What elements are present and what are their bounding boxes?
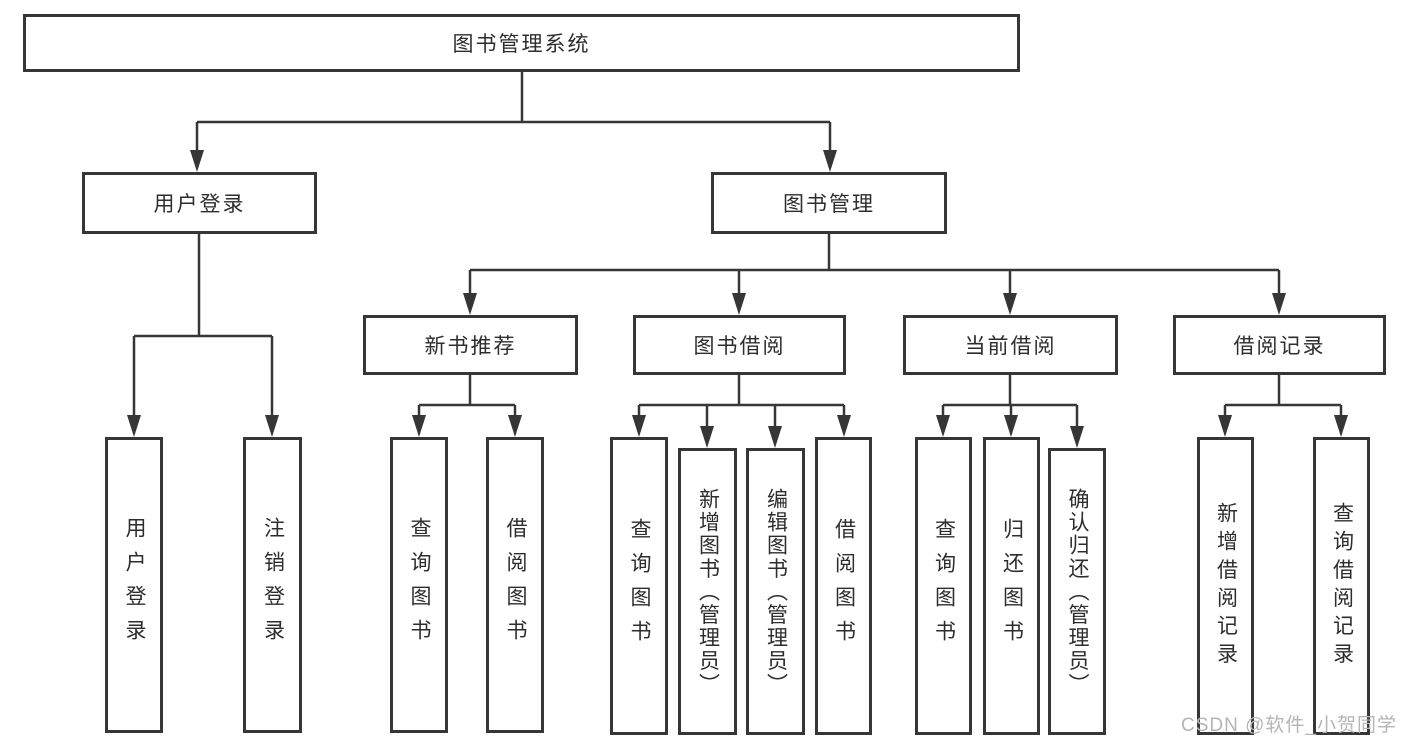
node-new-book-recommend: 新书推荐 bbox=[363, 315, 578, 375]
leaf-label: 新增图书（管理员） bbox=[696, 487, 720, 696]
node-book-borrow: 图书借阅 bbox=[633, 315, 846, 375]
leaf-label: 归还图书 bbox=[1000, 517, 1024, 655]
node-book-management: 图书管理 bbox=[711, 172, 947, 234]
leaf-query-books-current: 查询图书 bbox=[915, 437, 972, 735]
leaf-logout: 注销登录 bbox=[243, 437, 302, 733]
leaf-label: 查询图书 bbox=[628, 517, 651, 655]
leaf-query-books-borrow: 查询图书 bbox=[610, 437, 668, 735]
leaf-label: 查询图书 bbox=[932, 517, 956, 655]
node-borrow-records: 借阅记录 bbox=[1173, 315, 1386, 375]
leaf-add-borrow-record: 新增借阅记录 bbox=[1197, 437, 1254, 735]
leaf-label: 编辑图书（管理员） bbox=[764, 487, 788, 696]
leaf-return-book: 归还图书 bbox=[983, 437, 1040, 735]
node-user-login: 用户登录 bbox=[82, 172, 317, 234]
leaf-label: 注销登录 bbox=[261, 516, 285, 654]
leaf-label: 查询借阅记录 bbox=[1330, 501, 1354, 671]
leaf-label: 确认归还（管理员） bbox=[1066, 487, 1089, 696]
leaf-add-book-admin: 新增图书（管理员） bbox=[678, 448, 737, 735]
leaf-label: 新增借阅记录 bbox=[1214, 501, 1238, 671]
leaf-borrow-books-recommend: 借阅图书 bbox=[486, 437, 544, 733]
leaf-label: 用户登录 bbox=[123, 516, 146, 654]
leaf-label: 查询图书 bbox=[408, 516, 431, 654]
leaf-label: 借阅图书 bbox=[832, 517, 856, 655]
leaf-user-login: 用户登录 bbox=[105, 437, 163, 733]
node-current-borrow: 当前借阅 bbox=[903, 315, 1118, 375]
csdn-watermark: CSDN @软件_小贺同学 bbox=[1181, 715, 1397, 736]
leaf-borrow-books: 借阅图书 bbox=[815, 437, 872, 735]
leaf-label: 借阅图书 bbox=[504, 516, 527, 654]
leaf-edit-book-admin: 编辑图书（管理员） bbox=[746, 448, 805, 735]
leaf-query-books-recommend: 查询图书 bbox=[390, 437, 448, 733]
node-root: 图书管理系统 bbox=[23, 14, 1020, 72]
leaf-query-borrow-record: 查询借阅记录 bbox=[1313, 437, 1370, 735]
leaf-confirm-return-admin: 确认归还（管理员） bbox=[1048, 448, 1106, 735]
